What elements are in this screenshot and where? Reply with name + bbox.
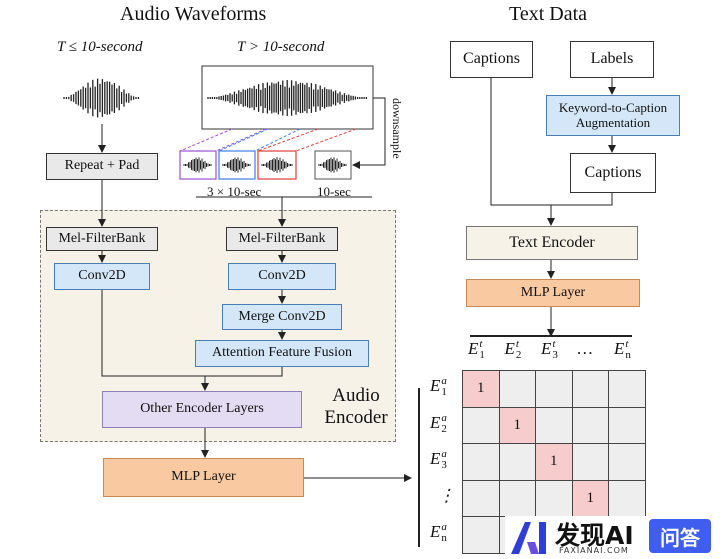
matrix-cell — [535, 406, 573, 444]
merge-conv2d-box: Merge Conv2D — [222, 304, 342, 330]
audio-embedding-label: ⋮ — [438, 485, 455, 505]
matrix-cell — [608, 443, 646, 481]
crops-label: 3 × 10-sec — [207, 184, 262, 199]
matrix-cell — [608, 406, 646, 444]
text-encoder-box: Text Encoder — [466, 226, 638, 260]
audio-encoder-label: Audio Encoder — [318, 385, 394, 429]
crop-waveforms — [183, 157, 347, 173]
matrix-cell — [571, 370, 609, 408]
watermark-logo-icon — [509, 518, 549, 556]
audio-title: Audio Waveforms — [120, 3, 267, 25]
captions-augmented-box: Captions — [570, 153, 656, 193]
conv2d-right-box: Conv2D — [228, 263, 336, 290]
matrix-cell — [462, 516, 500, 554]
matrix-cell — [498, 370, 536, 408]
text-embedding-label: … — [577, 339, 593, 358]
matrix-cell — [608, 479, 646, 517]
text-title: Text Data — [509, 3, 588, 25]
matrix-diagonal-cell: 1 — [498, 406, 536, 444]
matrix-cell — [535, 370, 573, 408]
keyword-to-caption-line1: Keyword-to-Caption — [558, 99, 668, 115]
labels-box: Labels — [570, 41, 654, 78]
downsample-label: downsample — [390, 98, 404, 159]
text-mlp-layer-box: MLP Layer — [466, 279, 640, 307]
matrix-cell — [571, 443, 609, 481]
mel-filterbank-right-box: Mel-FilterBank — [226, 227, 338, 251]
keyword-to-caption-line2: Augmentation — [575, 114, 651, 130]
matrix-diagonal-cell: 1 — [571, 479, 609, 517]
matrix-diagonal-cell: 1 — [535, 443, 573, 481]
keyword-to-caption-box: Keyword-to-Caption Augmentation — [546, 95, 680, 136]
audio-encoder-label-line2: Encoder — [324, 407, 388, 428]
long-condition-label: T > 10-second — [237, 39, 325, 55]
matrix-cell — [571, 406, 609, 444]
audio-encoder-label-line1: Audio — [332, 385, 380, 406]
watermark: 发现AI FAXIANAI.COM 问答 — [505, 516, 723, 559]
short-condition-label: T ≤ 10-second — [57, 39, 143, 55]
repeat-pad-box: Repeat + Pad — [46, 153, 158, 180]
matrix-diagonal-cell: 1 — [462, 370, 500, 408]
global-crop-label: 10-sec — [317, 184, 351, 199]
matrix-cell — [535, 479, 573, 517]
attention-feature-fusion-box: Attention Feature Fusion — [195, 340, 369, 367]
watermark-brand: 发现AI — [555, 521, 634, 550]
watermark-qa-button[interactable]: 问答 — [649, 519, 711, 553]
audio-mlp-layer-box: MLP Layer — [103, 458, 304, 497]
matrix-cell — [608, 370, 646, 408]
matrix-cell — [498, 479, 536, 517]
matrix-cell — [462, 443, 500, 481]
matrix-cell — [462, 479, 500, 517]
long-waveform — [207, 80, 368, 116]
short-waveform — [63, 78, 140, 118]
conv2d-left-box: Conv2D — [54, 263, 150, 290]
captions-top-box: Captions — [450, 41, 533, 78]
watermark-site: FAXIANAI.COM — [559, 546, 629, 555]
matrix-cell — [498, 443, 536, 481]
other-encoder-layers-box: Other Encoder Layers — [102, 391, 302, 428]
mel-filterbank-left-box: Mel-FilterBank — [46, 227, 158, 251]
matrix-cell — [462, 406, 500, 444]
